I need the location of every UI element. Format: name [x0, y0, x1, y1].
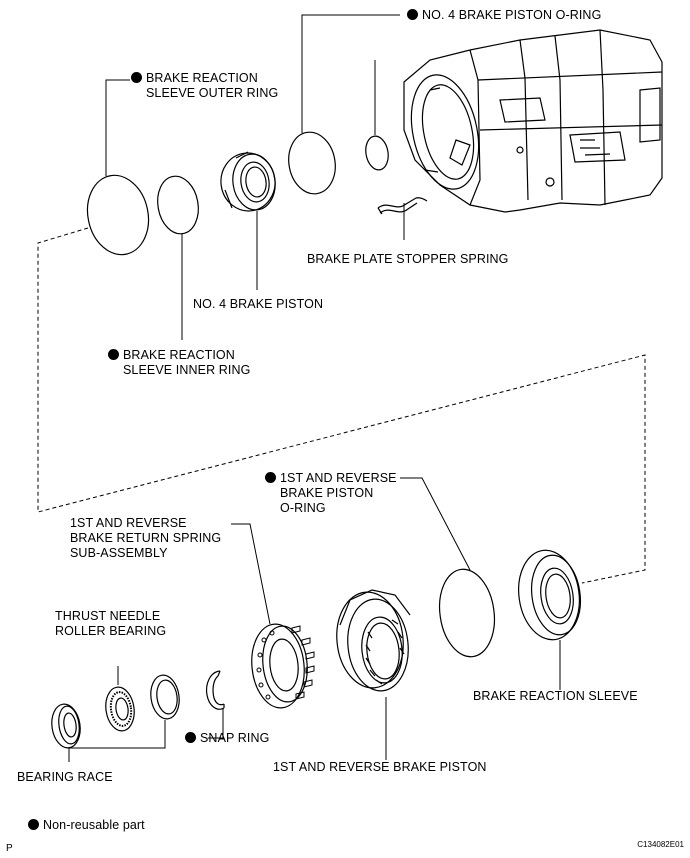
non-reusable-dot-icon — [131, 72, 142, 83]
outer-ring-part — [86, 174, 150, 256]
label-no4-brake-piston-o-ring: NO. 4 BRAKE PISTON O-RING — [407, 8, 601, 23]
bearing-race-1-part — [150, 674, 180, 720]
non-reusable-dot-icon — [108, 349, 119, 360]
transmission-case — [403, 29, 663, 213]
page-mark: P — [6, 843, 13, 854]
label-text: SLEEVE INNER RING — [123, 363, 251, 377]
label-bearing-race: BEARING RACE — [17, 770, 113, 784]
no4-brake-piston-part — [220, 151, 276, 212]
non-reusable-dot-icon — [407, 9, 418, 20]
label-text: BRAKE RETURN SPRING — [70, 531, 222, 545]
non-reusable-dot-icon — [185, 732, 196, 743]
thrust-bearing-part — [105, 686, 135, 732]
legend-non-reusable-part: Non-reusable part — [28, 818, 145, 833]
leader-lines-lower — [68, 477, 561, 762]
label-text: 1ST AND REVERSE — [280, 471, 397, 485]
label-1st-reverse-brake-piston: 1ST AND REVERSE BRAKE PISTON — [273, 760, 487, 774]
rev-piston-oring-part — [438, 568, 496, 658]
alignment-dashed-lines — [37, 227, 646, 584]
label-brake-reaction-sleeve: BRAKE REACTION SLEEVE — [473, 689, 638, 703]
label-snap-ring: SNAP RING — [185, 731, 269, 746]
label-text: SUB-ASSEMBLY — [70, 546, 168, 560]
leader-lines-upper — [105, 14, 405, 340]
rev-brake-piston-part — [336, 589, 411, 692]
non-reusable-dot-icon — [265, 472, 276, 483]
label-text: BRAKE REACTION — [123, 348, 235, 362]
legend-text: Non-reusable part — [43, 818, 145, 832]
stopper-spring-part — [377, 197, 428, 215]
brake-reaction-sleeve-part — [518, 549, 582, 641]
return-spring-part — [251, 623, 315, 709]
label-text: ROLLER BEARING — [55, 624, 167, 638]
label-text: O-RING — [280, 501, 326, 515]
no4-o-ring-part — [365, 135, 389, 171]
non-reusable-dot-icon — [28, 819, 39, 830]
figure-code: C134082E01 — [637, 840, 684, 849]
label-text: BRAKE PISTON — [280, 486, 374, 500]
label-text: SLEEVE OUTER RING — [146, 86, 279, 100]
label-text: 1ST AND REVERSE — [70, 516, 187, 530]
inner-ring-part — [157, 175, 199, 235]
label-text: NO. 4 BRAKE PISTON O-RING — [422, 8, 602, 22]
label-brake-plate-stopper-spring: BRAKE PLATE STOPPER SPRING — [307, 252, 509, 266]
label-no4-brake-piston: NO. 4 BRAKE PISTON — [193, 297, 324, 311]
snap-ring-part — [205, 670, 225, 710]
label-text: SNAP RING — [200, 731, 270, 745]
brake-piston-oring-part — [288, 131, 336, 195]
label-text: BRAKE REACTION — [146, 71, 258, 85]
bearing-race-2-part — [51, 703, 81, 749]
label-text: THRUST NEEDLE — [55, 609, 161, 623]
